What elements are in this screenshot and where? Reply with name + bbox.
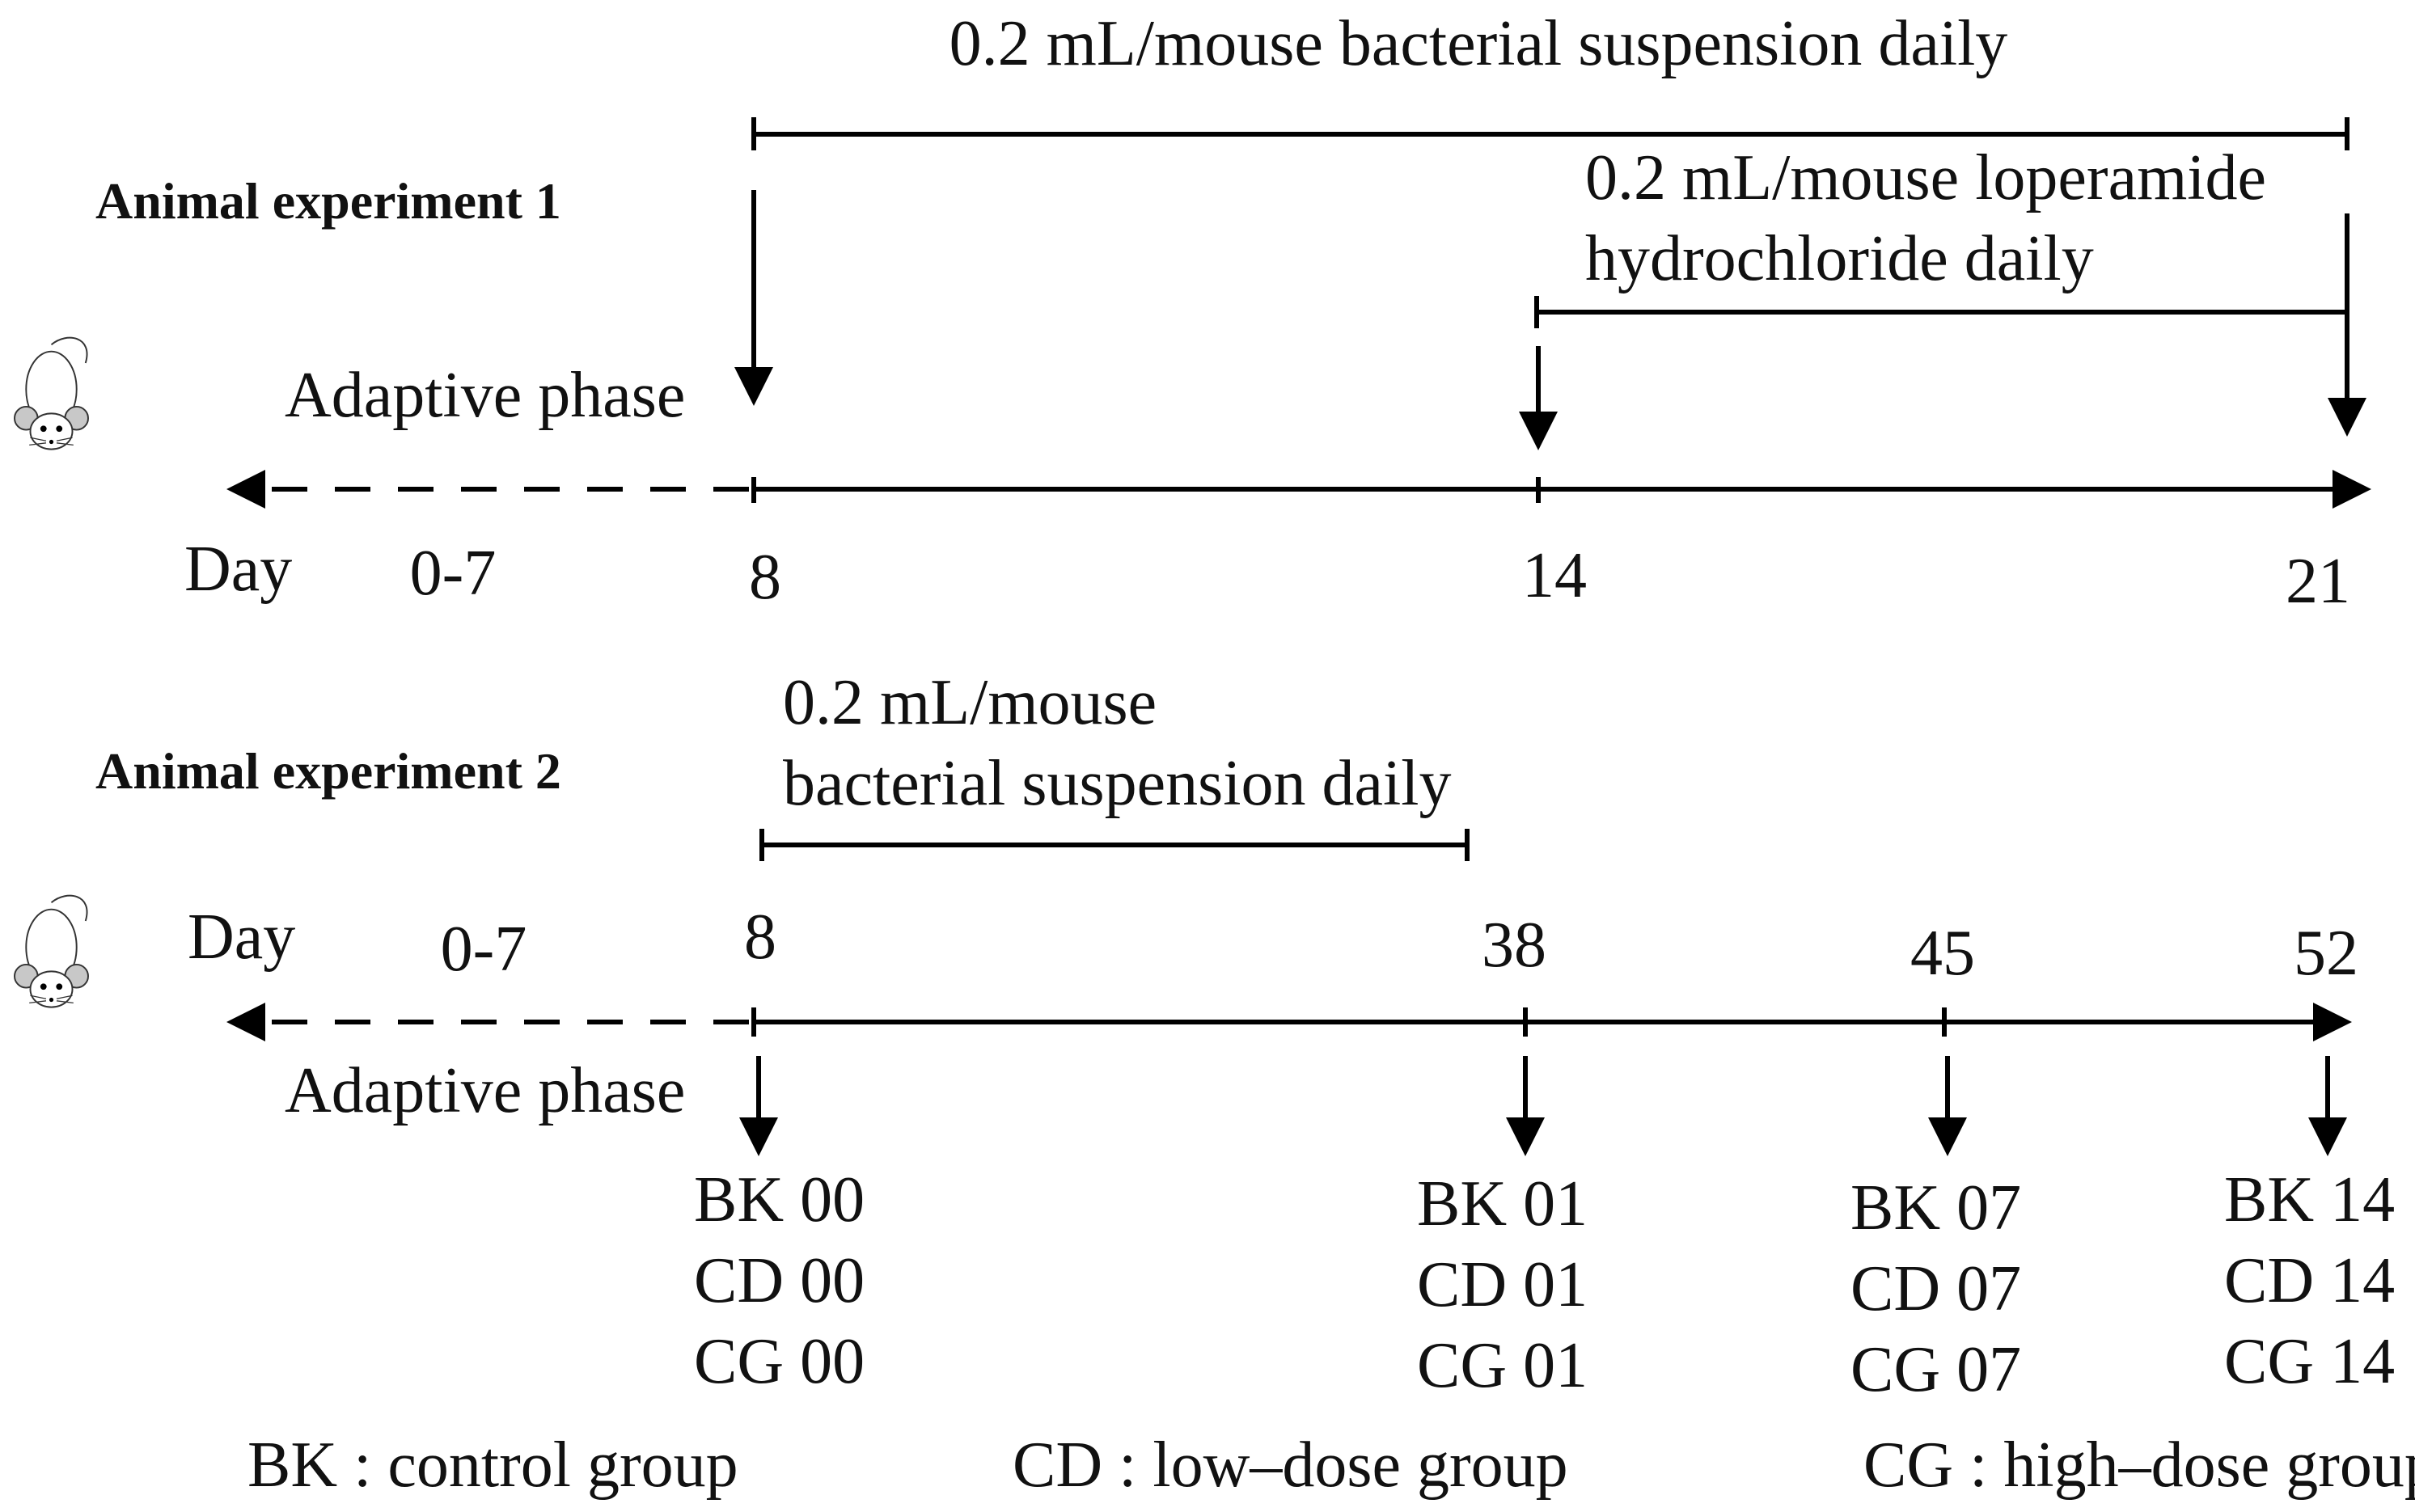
experiment2-day-38: 38 bbox=[1482, 910, 1546, 981]
experiment1-day-14: 14 bbox=[1522, 540, 1587, 611]
legend-high-dose-group: CG : high–dose group bbox=[1863, 1430, 2415, 1501]
sample-label: CG 01 bbox=[1417, 1330, 1588, 1401]
mouse-icon bbox=[14, 894, 89, 1008]
sample-label: CD 14 bbox=[2224, 1245, 2395, 1316]
experiment1-loperamide-line2: hydrochloride daily bbox=[1585, 223, 2094, 294]
experiment1-day-0-7: 0-7 bbox=[410, 538, 497, 609]
group-legend: BK : control group CD : low–dose group C… bbox=[247, 1430, 2415, 1501]
experiment1-phase-label: Adaptive phase bbox=[285, 360, 685, 431]
sample-label: BK 14 bbox=[2224, 1164, 2395, 1235]
experiment2-day-52: 52 bbox=[2294, 918, 2358, 989]
experiment1-loperamide-bracket bbox=[1534, 296, 2347, 328]
experiment2-ticks bbox=[751, 1007, 1947, 1037]
experiment1-ticks bbox=[751, 477, 1541, 503]
legend-low-dose-group: CD : low–dose group bbox=[1013, 1430, 1568, 1501]
mouse-icon bbox=[14, 336, 89, 450]
sample-label: CD 00 bbox=[694, 1245, 865, 1316]
experiment1-day-21: 21 bbox=[2286, 546, 2350, 617]
experiment1-day-label: Day bbox=[184, 534, 292, 605]
experiment2-day-45: 45 bbox=[1910, 918, 1975, 989]
sample-group-day8: BK 00 CD 00 CG 00 bbox=[694, 1164, 865, 1397]
experiment1-bacteria-label: 0.2 mL/mouse bacterial suspension daily bbox=[950, 8, 2008, 79]
sample-label: BK 00 bbox=[694, 1164, 865, 1235]
sample-label: CG 07 bbox=[1850, 1334, 2021, 1405]
legend-control-group: BK : control group bbox=[247, 1430, 738, 1501]
sample-group-day45: BK 07 CD 07 CG 07 bbox=[1850, 1172, 2021, 1405]
experiment2-bacteria-line1: 0.2 mL/mouse bbox=[783, 667, 1157, 738]
experiment1-day-8: 8 bbox=[749, 542, 781, 613]
experiment2-day-8: 8 bbox=[744, 902, 776, 973]
sample-label: BK 01 bbox=[1417, 1168, 1588, 1240]
sample-label: CG 00 bbox=[694, 1326, 865, 1397]
experiment2-phase-label: Adaptive phase bbox=[285, 1055, 685, 1126]
experiment2-bacteria-bracket bbox=[759, 829, 1470, 861]
experiment1-title: Animal experiment 1 bbox=[95, 172, 561, 230]
sample-group-day52: BK 14 CD 14 CG 14 bbox=[2224, 1164, 2395, 1397]
experiment2-day-0-7: 0-7 bbox=[441, 914, 527, 985]
sample-label: BK 07 bbox=[1850, 1172, 2021, 1244]
sample-group-day38: BK 01 CD 01 CG 01 bbox=[1417, 1168, 1588, 1401]
experiment1-bacteria-bracket bbox=[751, 117, 2349, 150]
sample-label: CD 07 bbox=[1850, 1253, 2021, 1324]
experiment2-day-label: Day bbox=[188, 902, 295, 973]
sample-label: CD 01 bbox=[1417, 1249, 1588, 1320]
experiment2-bacteria-line2: bacterial suspension daily bbox=[783, 748, 1451, 819]
sample-label: CG 14 bbox=[2224, 1326, 2395, 1397]
experiment1-loperamide-line1: 0.2 mL/mouse loperamide bbox=[1585, 142, 2266, 213]
experiment2-title: Animal experiment 2 bbox=[95, 742, 561, 800]
